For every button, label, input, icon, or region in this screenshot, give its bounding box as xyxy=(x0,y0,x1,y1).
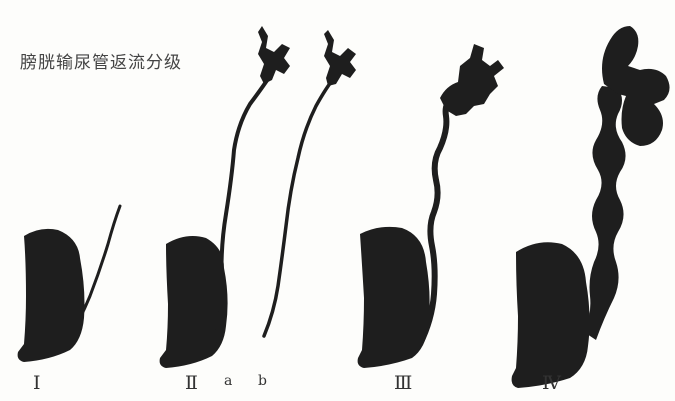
grade-1-diagram xyxy=(18,206,120,362)
grade-2b-ureter xyxy=(264,78,334,336)
grade-2a-bladder xyxy=(160,236,228,368)
grade-2a-renal-pelvis xyxy=(258,26,290,84)
grade-1-bladder xyxy=(18,229,85,362)
grade-4-label: Ⅳ xyxy=(542,372,561,394)
grade-3-bladder xyxy=(358,227,430,368)
grade-3-diagram xyxy=(358,44,504,368)
grade-4-ureter xyxy=(584,86,626,340)
grade-4-diagram xyxy=(512,26,670,388)
grade-3-renal-pelvis xyxy=(440,44,504,116)
grade-2-label: Ⅱ xyxy=(185,372,198,394)
grade-4-bladder xyxy=(512,242,590,388)
grade-2a-label: a xyxy=(224,373,232,389)
grade-2b-label: b xyxy=(258,373,267,389)
grade-1-label: Ⅰ xyxy=(33,372,41,394)
grade-2b-renal-pelvis xyxy=(324,30,356,86)
grade-2a-ureter xyxy=(214,76,270,344)
grade-2b-diagram xyxy=(264,30,356,336)
grade-3-label: Ⅲ xyxy=(394,372,412,394)
